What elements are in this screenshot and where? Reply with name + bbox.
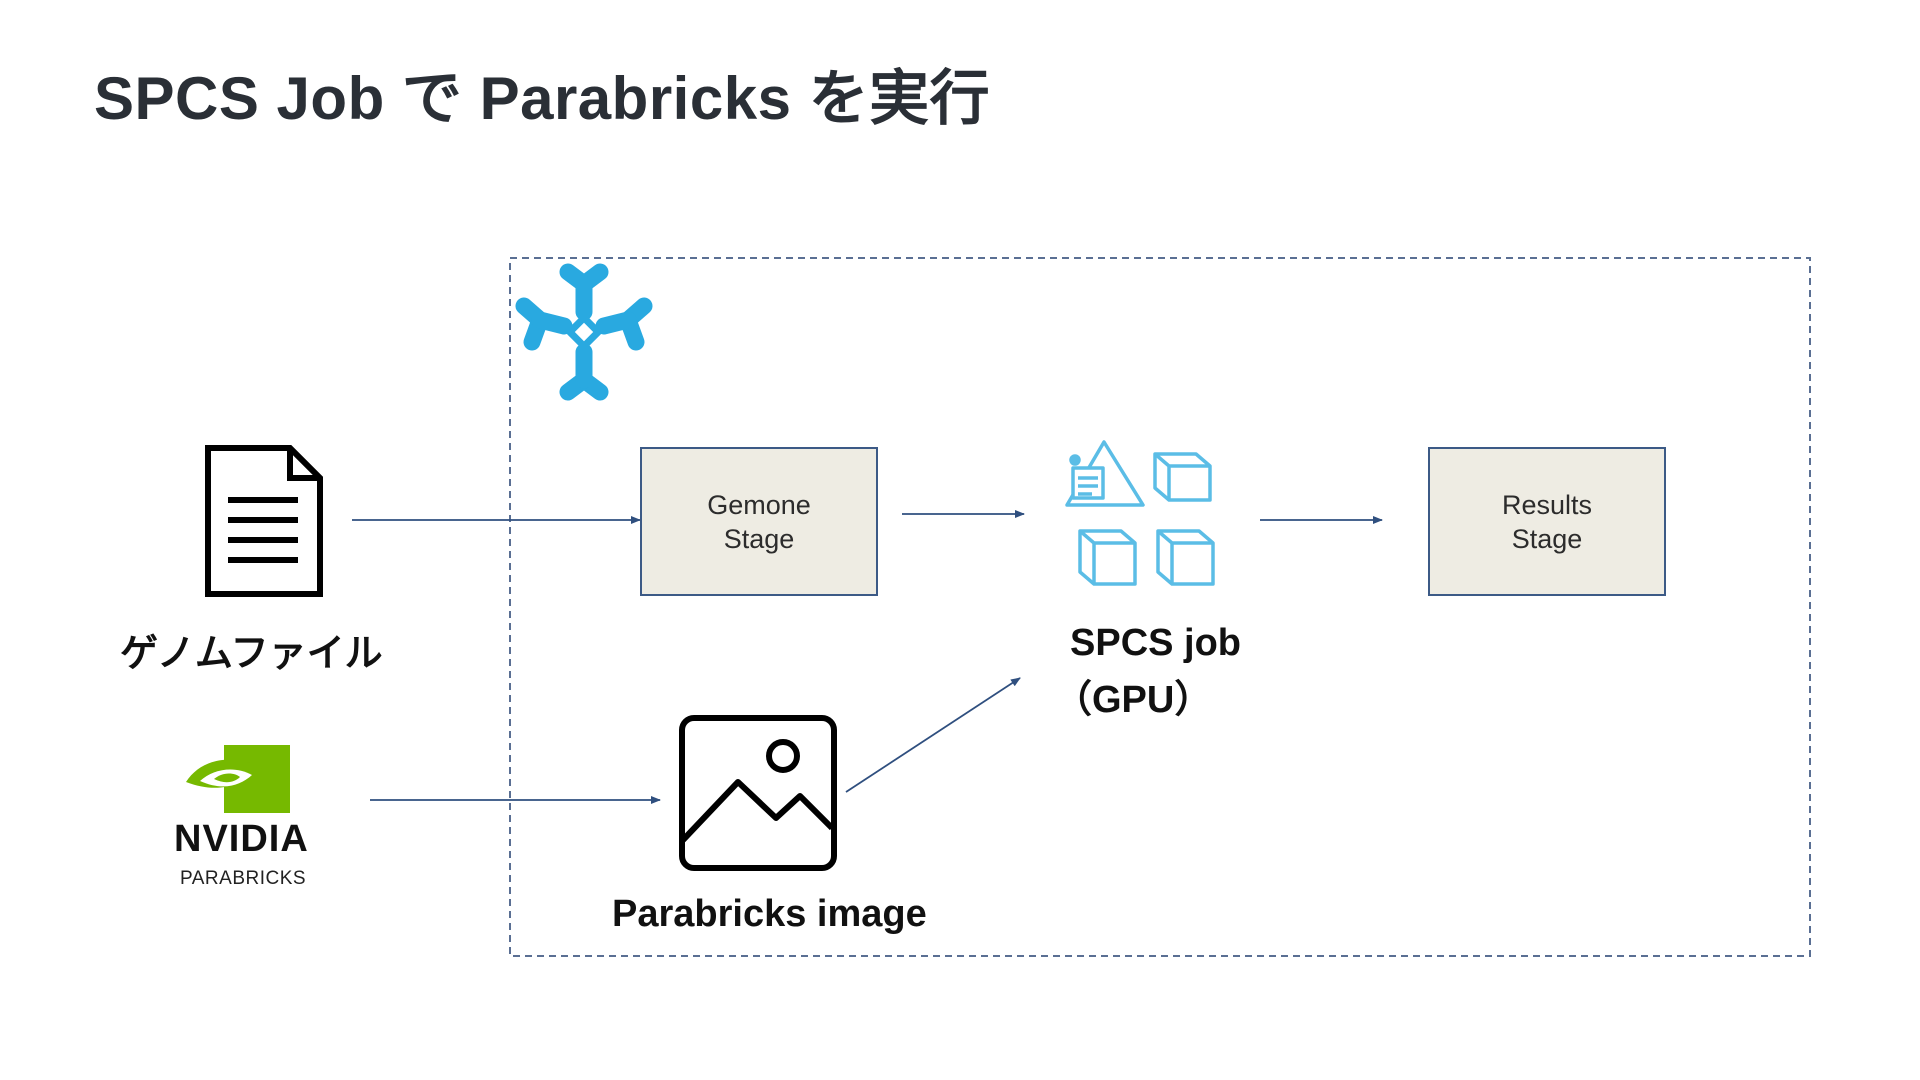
nvidia-wordmark: NVIDIA xyxy=(174,818,309,860)
genome-file-label: ゲノムファイル xyxy=(120,633,383,675)
snowflake-logo xyxy=(515,263,653,401)
spcs-job-label-line2: （GPU） xyxy=(1054,679,1213,721)
results-stage-box: Results Stage xyxy=(1428,447,1666,596)
parabricks-image-label: Parabricks image xyxy=(612,893,927,935)
page-title: SPCS Job で Parabricks を実行 xyxy=(94,65,991,132)
results-stage-line1: Results xyxy=(1501,489,1593,520)
containers-icon xyxy=(1065,440,1215,586)
arrow-image-to-spcs-job xyxy=(845,677,1021,793)
nvidia-parabricks-sub: PARABRICKS xyxy=(180,868,307,889)
snowflake-boundary xyxy=(509,257,1811,957)
genome-stage-box: Gemone Stage xyxy=(640,447,878,596)
nvidia-eye-logo xyxy=(186,745,290,813)
genome-stage-line1: Gemone xyxy=(707,489,811,520)
spcs-job-label-line1: SPCS job xyxy=(1070,622,1242,664)
image-icon xyxy=(679,715,837,871)
document-icon xyxy=(205,445,323,597)
genome-stage-line2: Stage xyxy=(723,523,795,554)
results-stage-line2: Stage xyxy=(1511,523,1583,554)
